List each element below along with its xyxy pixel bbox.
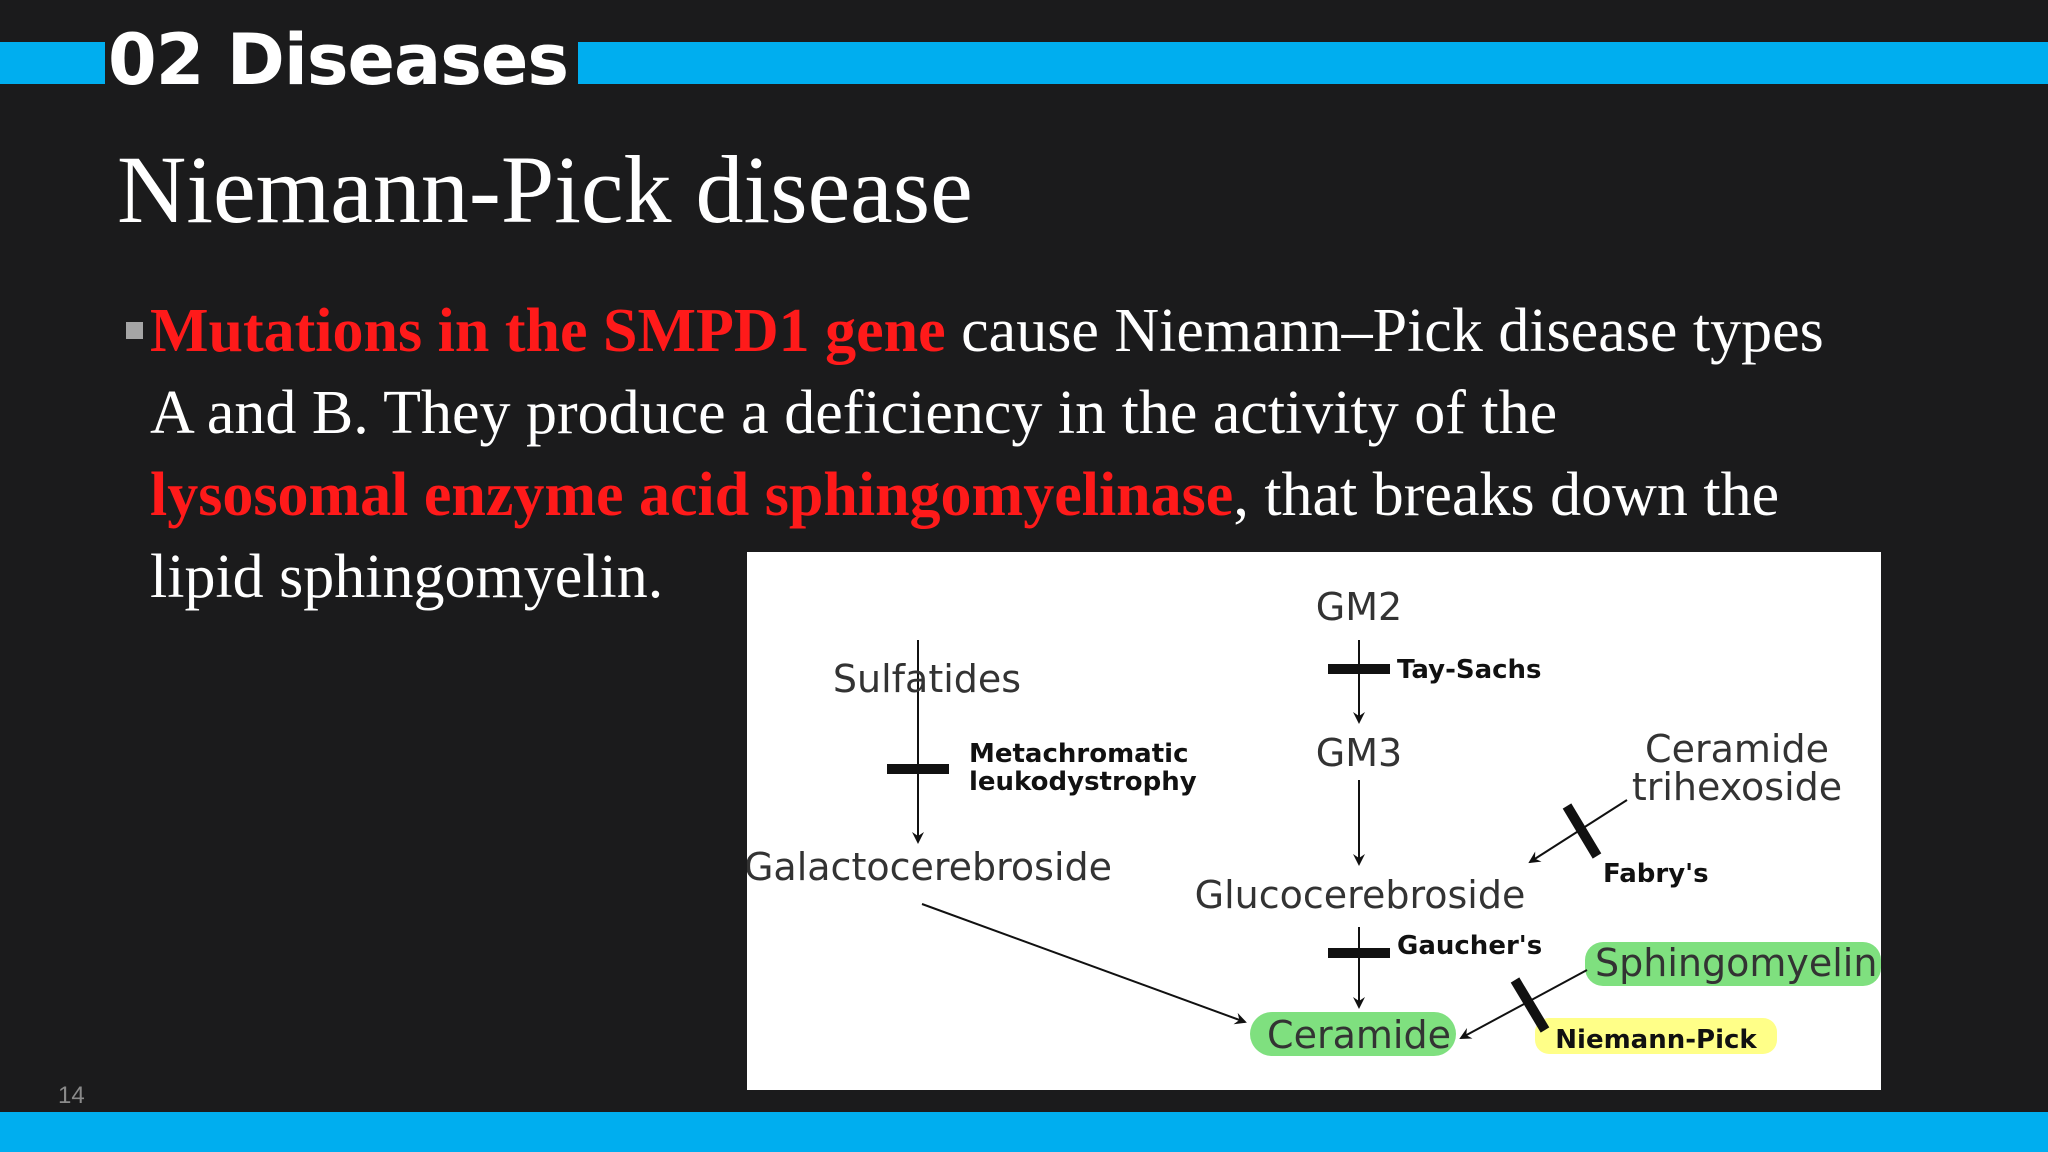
- slide-title: Niemann-Pick disease: [117, 136, 973, 243]
- header-accent-bar-right: [578, 42, 2048, 84]
- disease-fabry: Fabry's: [1603, 859, 1709, 889]
- sphingolipid-pathway-diagram: GM2 GM3 Sulfatides Galactocerebroside Gl…: [747, 552, 1881, 1090]
- ceramide-highlight: [1250, 1012, 1456, 1056]
- disease-mld-line1: Metachromatic: [969, 739, 1188, 769]
- body-line-2: A and B. They produce a deficiency in th…: [150, 379, 1558, 447]
- section-title: 02 Diseases: [108, 19, 569, 101]
- node-galactocerebroside: Galactocerebroside: [747, 845, 1112, 889]
- sphingomyelin-highlight: [1585, 942, 1881, 986]
- highlight-smpd1-gene: Mutations in the SMPD1 gene: [150, 297, 946, 365]
- body-line-1: Mutations in the SMPD1 gene cause Nieman…: [150, 290, 2030, 372]
- node-gm2: GM2: [1316, 585, 1402, 629]
- block-bar-tay-sachs: [1328, 664, 1390, 674]
- footer-accent-bar: [0, 1112, 2048, 1152]
- page-number: 14: [58, 1082, 85, 1109]
- body-line-4: lipid sphingomyelin.: [150, 543, 664, 611]
- body-text-segment: cause Niemann–Pick disease types: [945, 297, 1824, 365]
- node-ceramide-trihexoside-line1: Ceramide: [1645, 727, 1829, 771]
- highlight-enzyme: lysosomal enzyme acid sphingomyelinase: [150, 461, 1234, 529]
- node-sulfatides: Sulfatides: [833, 657, 1021, 701]
- disease-niemann-pick: Niemann-Pick: [1555, 1025, 1757, 1055]
- body-line-3: lysosomal enzyme acid sphingomyelinase, …: [150, 454, 2030, 536]
- node-ceramide-trihexoside-line2: trihexoside: [1632, 765, 1842, 809]
- block-bar-mld: [887, 764, 949, 774]
- node-glucocerebroside: Glucocerebroside: [1195, 873, 1526, 917]
- pathway-diagram-svg: GM2 GM3 Sulfatides Galactocerebroside Gl…: [747, 585, 1881, 1057]
- block-bar-fabry: [1562, 803, 1602, 859]
- arrow-galactocerebroside-to-ceramide: [921, 903, 1247, 1025]
- bullet-paragraph: Mutations in the SMPD1 gene cause Nieman…: [150, 290, 2030, 618]
- niemann-pick-highlight: [1535, 1018, 1777, 1054]
- node-ceramide: Ceramide: [1267, 1013, 1451, 1057]
- bullet-square-icon: [126, 322, 143, 339]
- disease-gaucher: Gaucher's: [1397, 931, 1542, 961]
- node-sphingomyelin: Sphingomyelin: [1595, 941, 1877, 985]
- header-accent-bar-left: [0, 42, 105, 84]
- node-gm3: GM3: [1316, 731, 1402, 775]
- body-text-segment: , that breaks down the: [1233, 461, 1780, 529]
- disease-mld-line2: leukodystrophy: [969, 767, 1197, 797]
- disease-tay-sachs: Tay-Sachs: [1397, 655, 1542, 685]
- block-bar-niemann-pick: [1510, 977, 1550, 1033]
- block-bar-gaucher: [1328, 948, 1390, 958]
